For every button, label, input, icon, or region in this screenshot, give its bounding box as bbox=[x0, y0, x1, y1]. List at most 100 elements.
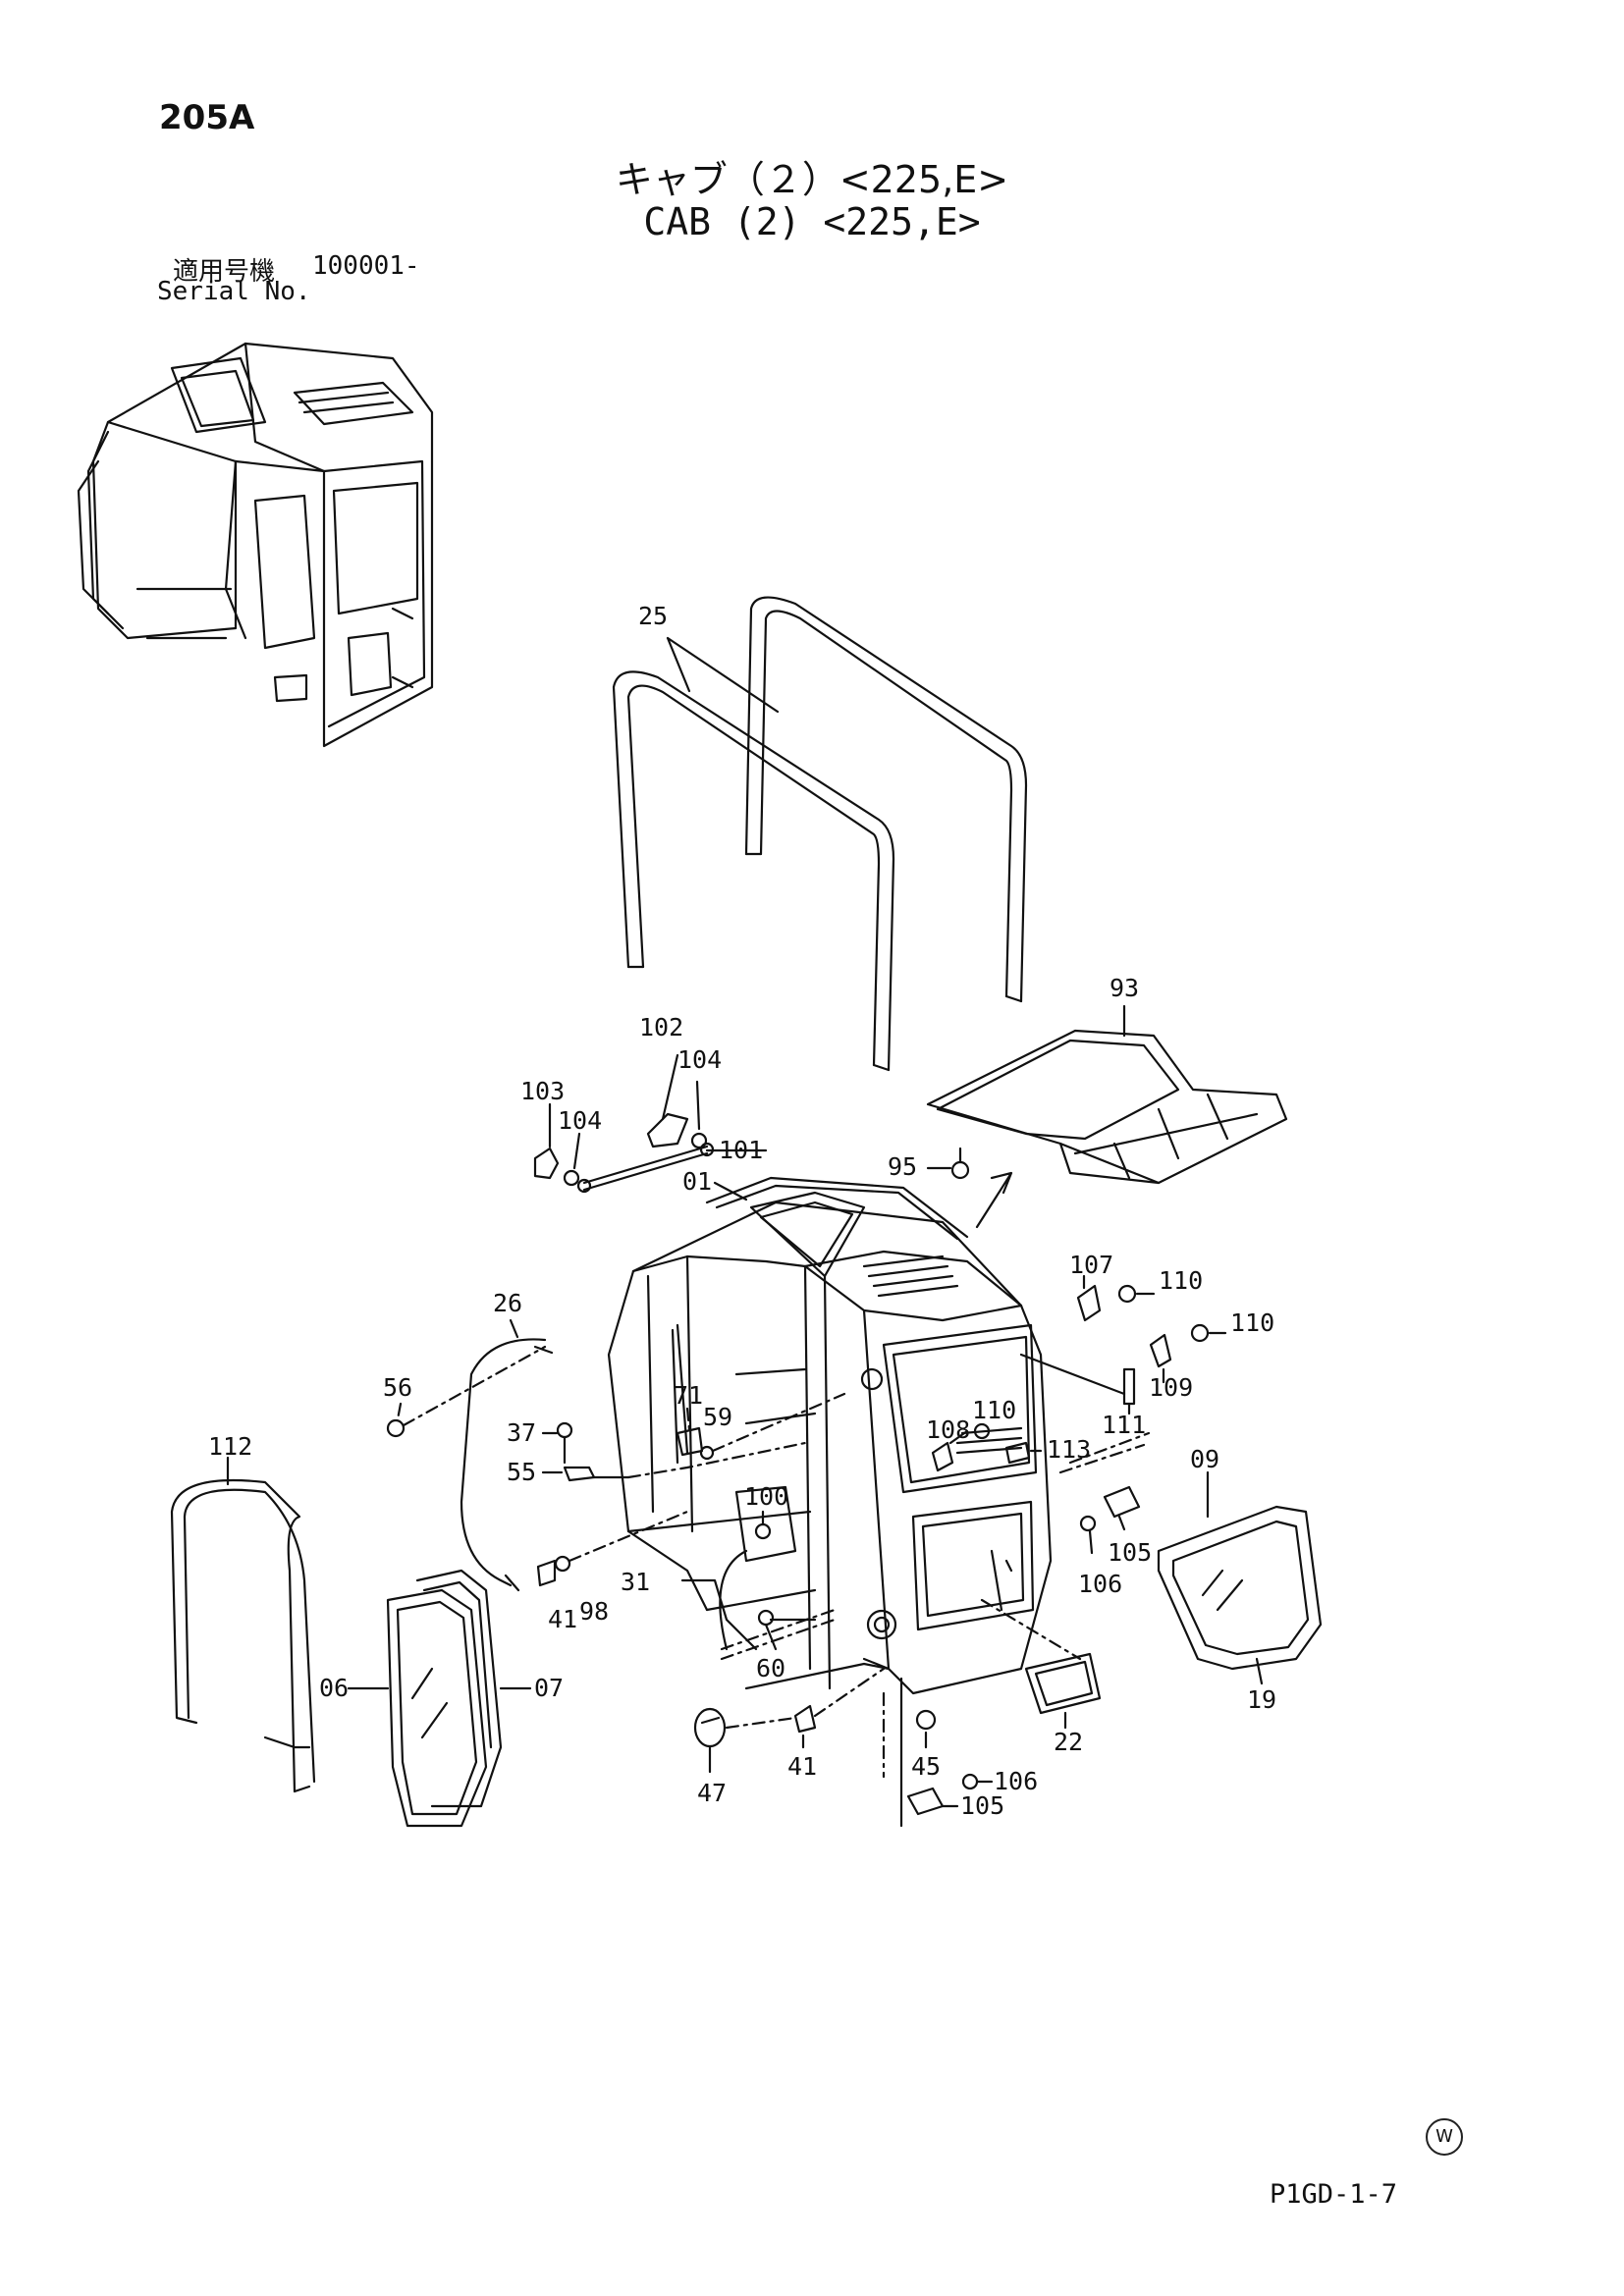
callout-110-b: 110 bbox=[1230, 1308, 1274, 1337]
callout-25: 25 bbox=[638, 602, 668, 630]
part-103-bracket bbox=[533, 1147, 560, 1180]
title-english: CAB (2) <225,E> bbox=[643, 200, 981, 243]
part-98-nut bbox=[554, 1555, 571, 1573]
part-106a-bolt bbox=[1079, 1515, 1097, 1532]
serial-label-english: Serial No. bbox=[157, 277, 311, 306]
callout-95: 95 bbox=[888, 1152, 917, 1181]
leader-hinge-group bbox=[548, 1053, 768, 1170]
part-41b-cap bbox=[793, 1704, 817, 1734]
part-41a-cap bbox=[536, 1559, 557, 1587]
part-110c-bolt bbox=[973, 1422, 991, 1440]
part-56-bolt bbox=[386, 1418, 406, 1438]
watermark-circle-w: W bbox=[1426, 2118, 1463, 2156]
leader-right-upper-group bbox=[1019, 1274, 1227, 1415]
part-60-bolt bbox=[757, 1609, 775, 1627]
callout-109: 109 bbox=[1149, 1373, 1193, 1402]
callout-110-a: 110 bbox=[1159, 1266, 1203, 1295]
callout-labels: 25 93 102 104 103 104 101 95 01 107 110 … bbox=[208, 602, 1276, 1820]
part-106b-bolt bbox=[961, 1773, 979, 1790]
callout-07: 07 bbox=[534, 1674, 564, 1702]
page-code: P1GD-1-7 bbox=[1270, 2179, 1398, 2210]
part-109-bracket bbox=[1149, 1333, 1172, 1368]
callout-37: 37 bbox=[507, 1418, 536, 1447]
part-113-bracket bbox=[1004, 1441, 1031, 1465]
callout-93: 93 bbox=[1110, 974, 1139, 1002]
part-100-bolt bbox=[754, 1522, 772, 1540]
leader-31 bbox=[680, 1578, 758, 1651]
leader-55-dash bbox=[626, 1441, 807, 1479]
part-01-cab-frame bbox=[607, 1176, 1053, 1695]
leader-98-dash bbox=[568, 1510, 689, 1563]
thumbnail-cab-illustration bbox=[77, 342, 434, 748]
callout-55: 55 bbox=[507, 1458, 536, 1486]
callout-47: 47 bbox=[697, 1779, 727, 1807]
title-japanese: キャブ（２）<225,E> bbox=[615, 158, 1009, 201]
part-107-bracket bbox=[1076, 1284, 1102, 1322]
callout-104-lower: 104 bbox=[558, 1106, 602, 1135]
callout-100: 100 bbox=[744, 1482, 788, 1511]
leader-105-106-lower bbox=[899, 1677, 994, 1828]
page-id: 205A bbox=[159, 98, 255, 137]
callout-71: 71 bbox=[674, 1381, 703, 1410]
callout-26: 26 bbox=[493, 1289, 522, 1317]
leader-26 bbox=[509, 1318, 519, 1339]
part-31-cable bbox=[719, 1549, 748, 1651]
part-111-pin bbox=[1122, 1367, 1136, 1406]
dash-right-lower bbox=[1058, 1431, 1151, 1474]
leader-19 bbox=[1255, 1657, 1264, 1685]
dash-lower-left bbox=[720, 1608, 837, 1661]
callout-56: 56 bbox=[383, 1373, 412, 1402]
callout-01: 01 bbox=[682, 1167, 712, 1196]
callout-101: 101 bbox=[719, 1136, 763, 1164]
part-47-mirror bbox=[693, 1707, 727, 1748]
part-108-clip bbox=[931, 1441, 954, 1472]
part-06-glass bbox=[386, 1588, 488, 1828]
callout-59: 59 bbox=[703, 1403, 732, 1431]
callout-06: 06 bbox=[319, 1674, 349, 1702]
callout-105-lower: 105 bbox=[960, 1791, 1004, 1820]
part-105b-bracket bbox=[906, 1787, 945, 1816]
callout-31: 31 bbox=[621, 1568, 650, 1596]
part-07-glass bbox=[415, 1569, 503, 1808]
callout-45: 45 bbox=[911, 1752, 941, 1781]
leader-37-55 bbox=[541, 1431, 630, 1479]
part-105a-bracket bbox=[1103, 1485, 1141, 1519]
callout-104-upper: 104 bbox=[677, 1045, 722, 1074]
leader-01 bbox=[713, 1181, 748, 1201]
part-59-bolt bbox=[699, 1445, 715, 1461]
callout-107: 107 bbox=[1069, 1251, 1113, 1279]
leader-rear-group bbox=[948, 1429, 1043, 1453]
callout-41-lower: 41 bbox=[787, 1752, 817, 1781]
leader-25 bbox=[666, 636, 780, 714]
callout-41-upper: 41 bbox=[548, 1605, 577, 1633]
leader-105-106-upper bbox=[1088, 1515, 1126, 1555]
part-104a-bolt bbox=[690, 1132, 708, 1149]
part-95-bolt bbox=[950, 1147, 970, 1180]
part-93-roof-panel bbox=[926, 1029, 1288, 1185]
serial-label-japanese: 適用号機 bbox=[173, 257, 276, 287]
arrow-roof-to-cab bbox=[975, 1171, 1013, 1229]
callout-98: 98 bbox=[579, 1597, 609, 1626]
part-55-bracket bbox=[563, 1466, 596, 1482]
leader-71-59 bbox=[685, 1392, 846, 1453]
part-110b-bolt bbox=[1190, 1323, 1210, 1343]
callout-22: 22 bbox=[1054, 1728, 1083, 1756]
dash-47 bbox=[725, 1667, 886, 1730]
serial-number-value: 100001- bbox=[312, 251, 420, 281]
leader-56 bbox=[396, 1345, 547, 1427]
callout-106-upper: 106 bbox=[1078, 1570, 1122, 1598]
callout-111: 111 bbox=[1102, 1411, 1146, 1439]
callout-106-lower: 106 bbox=[994, 1767, 1038, 1795]
part-09-glass bbox=[1157, 1505, 1323, 1671]
callout-112: 112 bbox=[208, 1432, 252, 1461]
part-112-seal bbox=[170, 1478, 316, 1793]
callout-103: 103 bbox=[520, 1077, 565, 1105]
callout-105-upper: 105 bbox=[1108, 1538, 1152, 1567]
part-104b-bolt bbox=[563, 1169, 580, 1187]
callout-09: 09 bbox=[1190, 1445, 1219, 1473]
part-22-gasket bbox=[1024, 1652, 1102, 1715]
callout-19: 19 bbox=[1247, 1685, 1276, 1714]
part-26-hose bbox=[460, 1338, 554, 1592]
part-37-bolt bbox=[556, 1421, 573, 1465]
